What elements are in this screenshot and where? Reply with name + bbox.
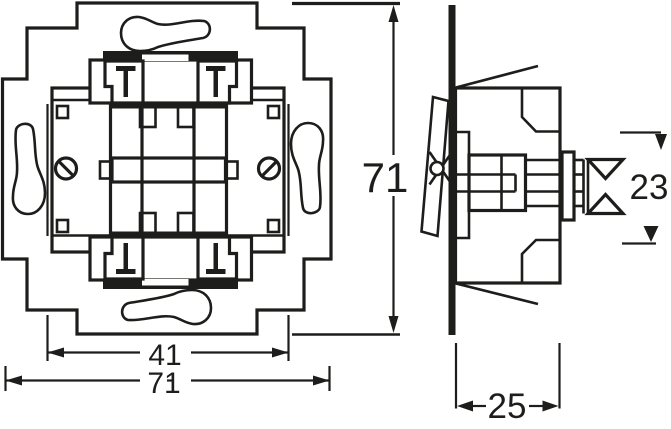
- dim-frame-width: 41: [46, 315, 290, 372]
- kidney-slot-top: [119, 15, 212, 53]
- dim-label-71-height: 71: [362, 154, 409, 201]
- arrow-right-icon: [542, 400, 559, 412]
- body-step-bottom-left: [456, 210, 471, 240]
- dim-label-23: 23: [630, 168, 669, 207]
- claw-pivot: [429, 160, 445, 177]
- front-view: [0, 1, 333, 336]
- claw-screw-right-icon: [256, 156, 282, 181]
- side-view: [420, 5, 627, 335]
- arrow-up-icon: [388, 5, 399, 22]
- terminal-screw-mark-top-right: [206, 66, 226, 97]
- claw: [420, 95, 454, 238]
- dim-insert-depth: 25: [454, 343, 561, 426]
- crossbar-tab-left: [98, 160, 114, 180]
- crossbar-tab-right: [224, 160, 239, 180]
- arrow-down-icon: [388, 316, 399, 333]
- arrow-right-icon: [272, 347, 289, 358]
- terminal-block-bottom: [88, 235, 254, 289]
- plate-edge: [448, 5, 456, 335]
- dim-label-25: 25: [488, 387, 527, 426]
- actuator-base: [560, 150, 576, 222]
- claw-spread-line-bottom: [455, 282, 539, 306]
- arrow-left-icon: [47, 347, 64, 358]
- arrow-left-icon: [457, 400, 473, 412]
- body-step-top-left: [456, 130, 471, 155]
- claw-spread-line-top: [455, 64, 539, 89]
- dimensions: 41 71 71 23: [4, 1, 669, 426]
- arrow-down-icon: [643, 226, 659, 242]
- terminal-block-top: [88, 51, 254, 105]
- dim-rocker-height: 23: [620, 131, 669, 245]
- terminal-screw-mark-bottom-left: [116, 243, 136, 274]
- plunger: [456, 173, 517, 193]
- mechanism-bar-lower: [110, 231, 227, 237]
- corner-hole-top-right: [266, 104, 281, 120]
- claw-screw-left-icon: [53, 156, 79, 181]
- dim-plate-width: 71: [4, 366, 331, 400]
- arrow-down-icon: [655, 134, 667, 150]
- kidney-slot-right: [289, 121, 325, 215]
- housing-body: [453, 86, 562, 285]
- compartment-top-right: [520, 89, 559, 133]
- corner-hole-top-left: [55, 104, 70, 120]
- terminal-screw-mark-bottom-right: [206, 243, 226, 274]
- corner-hole-bottom-left: [55, 218, 70, 234]
- arrow-left-icon: [5, 375, 22, 386]
- terminal-screw-mark-top-left: [116, 66, 136, 97]
- dim-label-41: 41: [148, 339, 181, 372]
- kidney-slot-bottom: [120, 288, 213, 326]
- arrow-right-icon: [313, 375, 330, 386]
- corner-hole-bottom-right: [266, 218, 281, 234]
- dim-label-71-width: 71: [147, 367, 180, 400]
- compartment-bottom-right: [520, 238, 559, 282]
- kidney-slot-left: [11, 122, 47, 216]
- shaft-ribs: [525, 158, 562, 208]
- mechanism-box: [467, 153, 528, 213]
- actuator-links: [574, 158, 590, 214]
- mechanism-bar-upper: [110, 103, 227, 109]
- dim-plate-height: 71: [292, 1, 409, 336]
- rocker-actuator: [584, 157, 627, 216]
